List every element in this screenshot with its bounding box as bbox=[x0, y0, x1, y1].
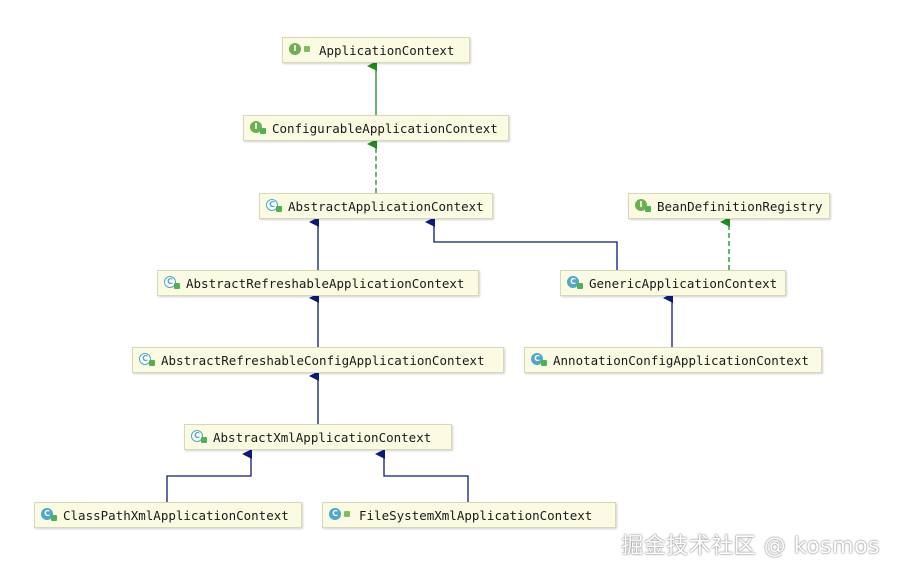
watermark: 掘金技术社区 @ kosmos bbox=[621, 534, 880, 559]
node-label: AbstractRefreshableConfigApplicationCont… bbox=[161, 352, 485, 368]
node-abstract-xml-application-context[interactable]: C AbstractXmlApplicationContext bbox=[184, 424, 452, 450]
node-abstract-refreshable-config-application-context[interactable]: C AbstractRefreshableConfigApplicationCo… bbox=[132, 347, 504, 373]
class-icon: C bbox=[329, 508, 350, 522]
edge-generic-to-abstract bbox=[425, 217, 618, 270]
node-configurable-application-context[interactable]: I ConfigurableApplicationContext bbox=[243, 115, 509, 141]
node-application-context[interactable]: I ApplicationContext bbox=[282, 37, 470, 63]
node-label: ConfigurableApplicationContext bbox=[272, 120, 498, 136]
node-class-path-xml-application-context[interactable]: C ClassPathXmlApplicationContext bbox=[34, 502, 302, 528]
abstract-class-icon: C bbox=[266, 199, 282, 213]
node-generic-application-context[interactable]: C GenericApplicationContext bbox=[560, 270, 786, 296]
node-abstract-application-context[interactable]: C AbstractApplicationContext bbox=[259, 193, 493, 219]
interface-icon: I bbox=[289, 43, 310, 57]
node-label: AbstractApplicationContext bbox=[288, 198, 484, 214]
node-label: GenericApplicationContext bbox=[589, 275, 778, 291]
edge-classpath-to-xml bbox=[166, 449, 252, 502]
node-annotation-config-application-context[interactable]: C AnnotationConfigApplicationContext bbox=[524, 347, 822, 373]
node-label: FileSystemXmlApplicationContext bbox=[359, 507, 593, 523]
abstract-class-icon: C bbox=[139, 353, 155, 367]
class-icon: C bbox=[531, 353, 547, 367]
node-label: BeanDefinitionRegistry bbox=[657, 198, 823, 214]
interface-icon: I bbox=[635, 199, 651, 213]
node-label: AbstractRefreshableApplicationContext bbox=[186, 275, 465, 291]
interface-icon: I bbox=[250, 121, 266, 135]
node-abstract-refreshable-application-context[interactable]: C AbstractRefreshableApplicationContext bbox=[157, 270, 479, 296]
node-bean-definition-registry[interactable]: I BeanDefinitionRegistry bbox=[628, 193, 830, 219]
node-label: AbstractXmlApplicationContext bbox=[213, 429, 432, 445]
abstract-class-icon: C bbox=[164, 276, 180, 290]
class-icon: C bbox=[41, 508, 57, 522]
edge-filesystem-to-xml bbox=[375, 449, 469, 502]
node-label: ClassPathXmlApplicationContext bbox=[63, 507, 289, 523]
node-file-system-xml-application-context[interactable]: C FileSystemXmlApplicationContext bbox=[322, 502, 616, 528]
node-label: AnnotationConfigApplicationContext bbox=[553, 352, 809, 368]
abstract-class-icon: C bbox=[191, 430, 207, 444]
class-icon: C bbox=[567, 276, 583, 290]
node-label: ApplicationContext bbox=[319, 42, 455, 58]
